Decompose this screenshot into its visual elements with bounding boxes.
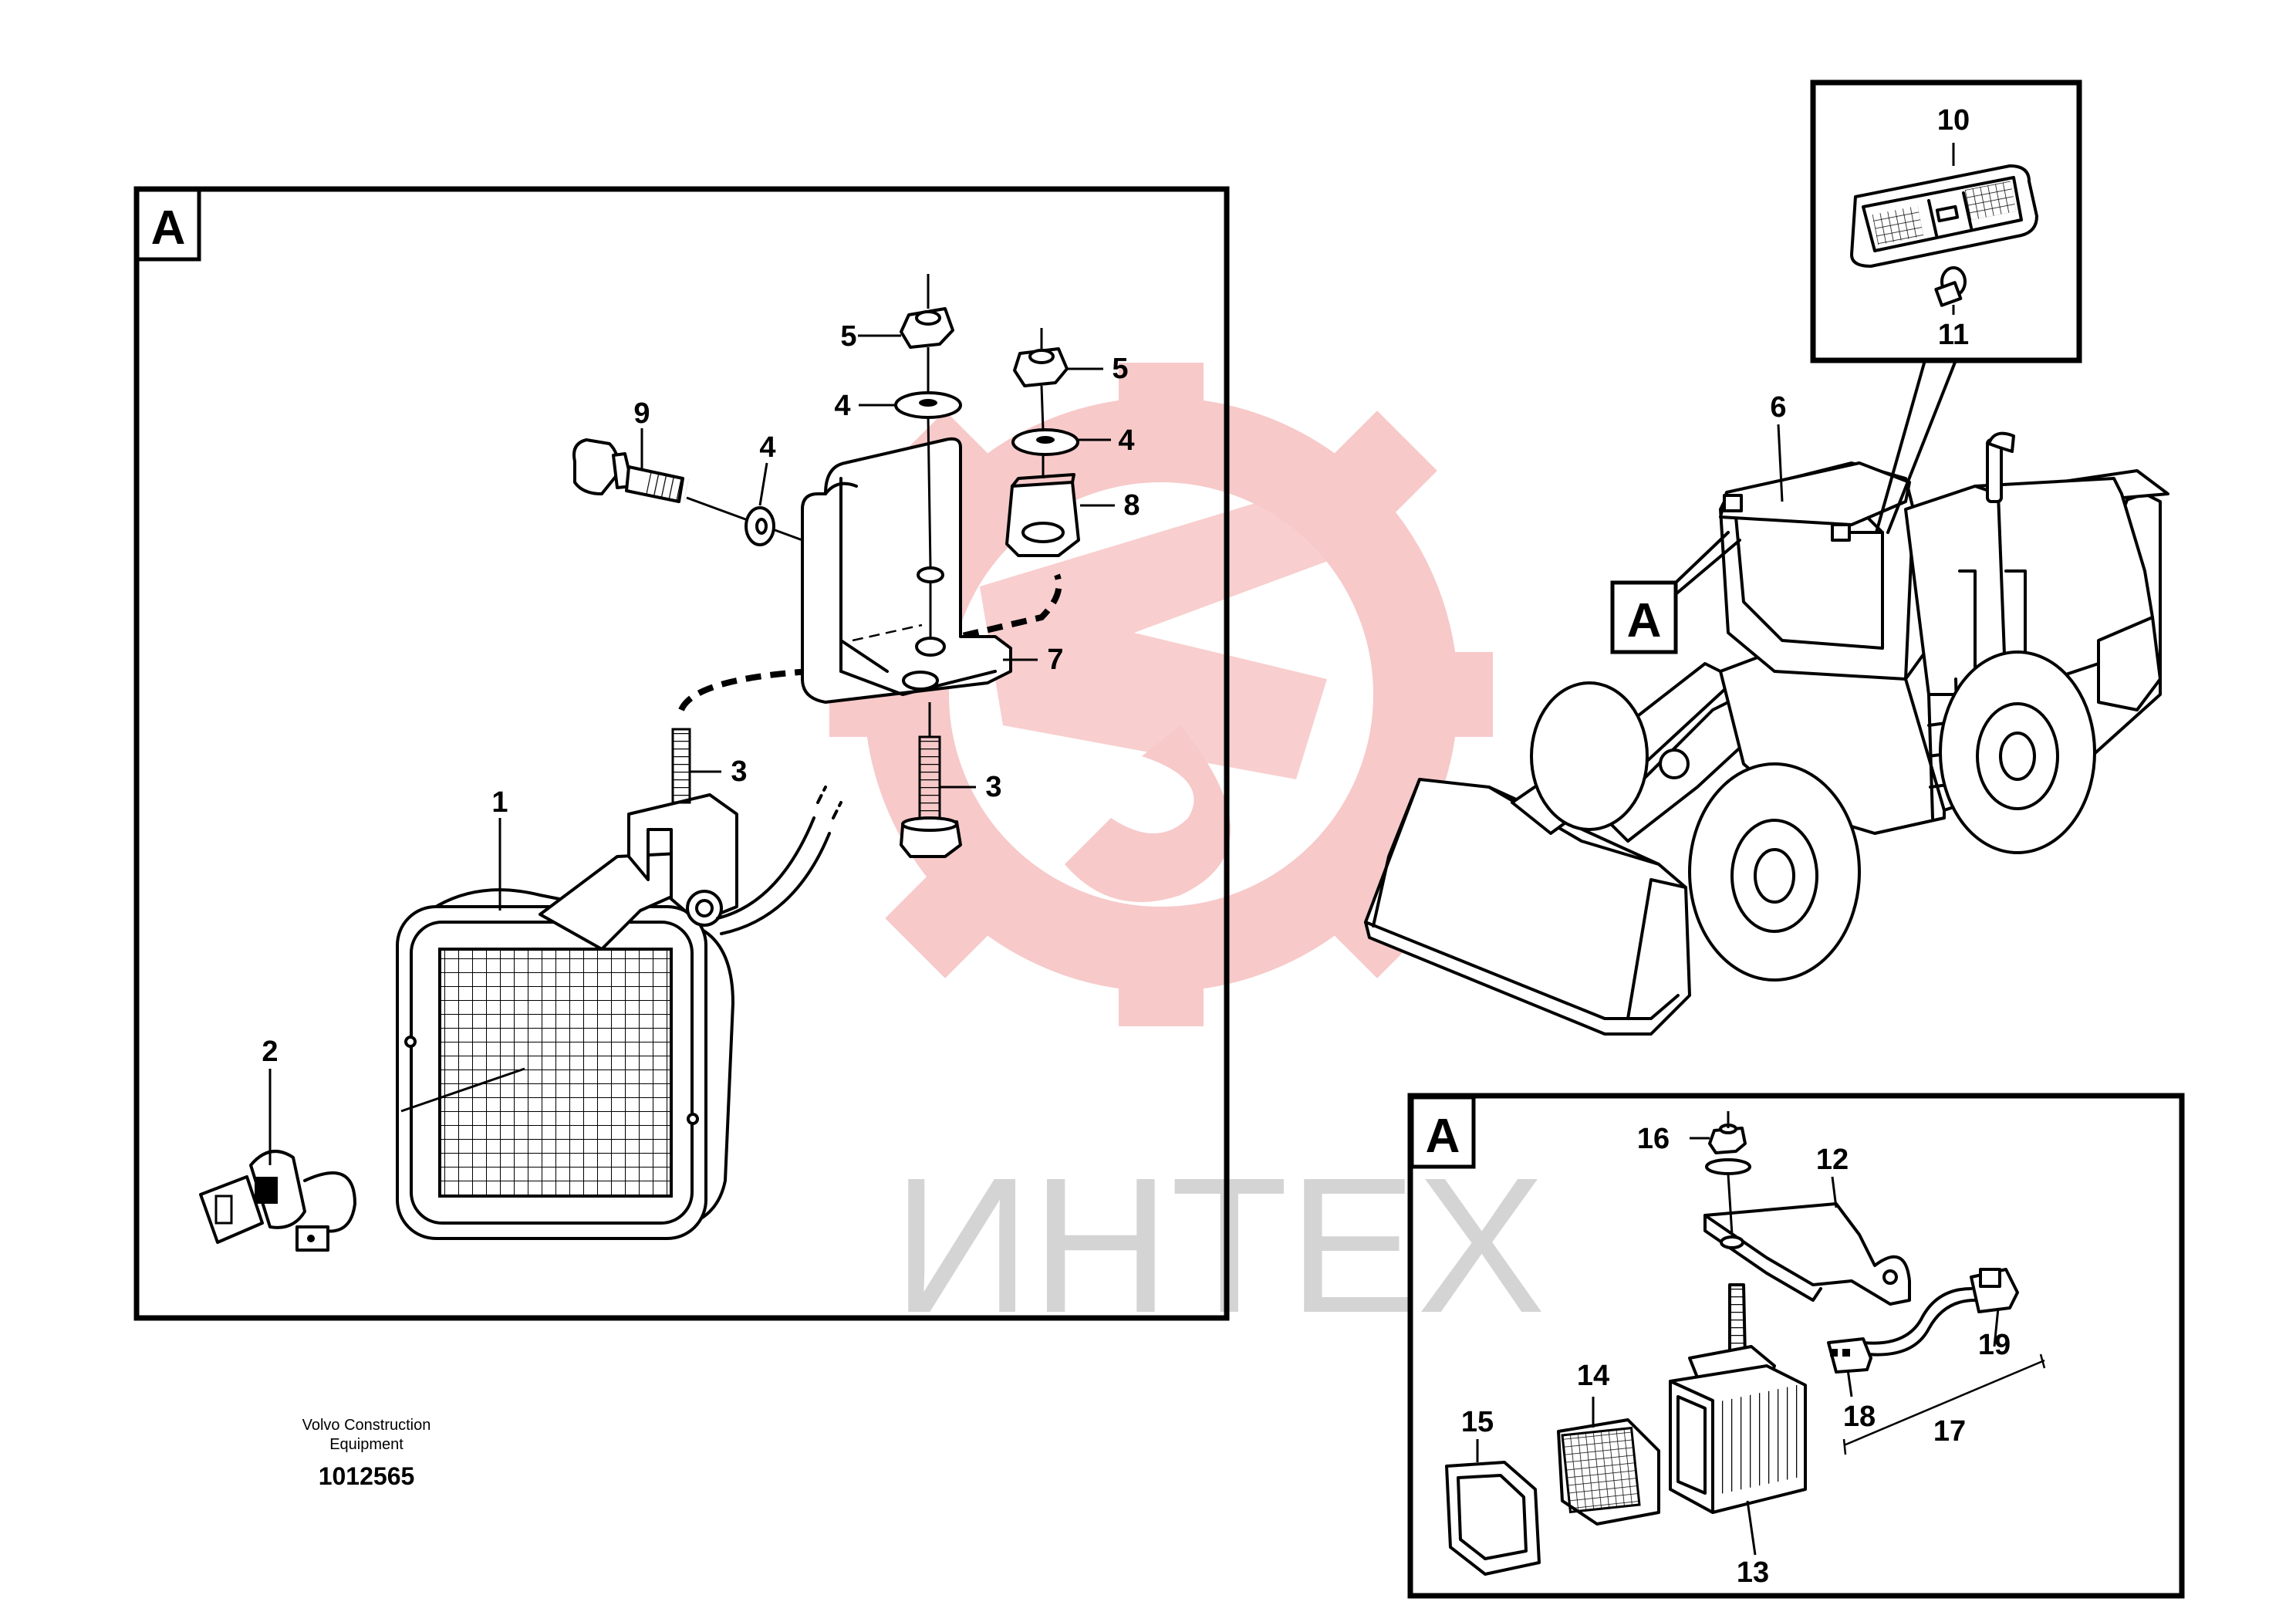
nut-16 [1705, 1111, 1751, 1175]
wheel-loader-overview: 6 A [1364, 391, 2169, 1036]
assembly-dash-line [678, 573, 1062, 711]
front-wheel [1688, 762, 1861, 982]
callout-10: 10 [1937, 104, 1970, 137]
detail-a-pointer-label: A [1627, 594, 1662, 647]
callout-5-right: 5 [1112, 353, 1128, 385]
detail-interior-light: 10 11 [1810, 79, 2082, 534]
mounting-bracket [801, 437, 1012, 704]
callout-3-left: 3 [731, 755, 747, 788]
rear-wheel [1939, 650, 2096, 854]
washer-right [1011, 428, 1079, 456]
bracket-12 [1703, 1202, 1911, 1306]
callout-16: 16 [1637, 1123, 1670, 1155]
callout-18: 18 [1843, 1401, 1876, 1433]
detail-a-pointer-box [1610, 580, 1678, 654]
callout-12: 12 [1816, 1144, 1849, 1176]
callout-14: 14 [1577, 1360, 1609, 1392]
washer-top-mid [894, 391, 962, 419]
callout-19: 19 [1978, 1329, 2011, 1361]
harness-19 [1827, 1268, 2019, 1374]
callout-5-left: 5 [840, 320, 856, 353]
detail-a-secondary: A [1407, 1093, 2185, 1599]
interior-light [1850, 164, 2038, 268]
callout-7: 7 [1047, 644, 1063, 676]
drawing-caption: Volvo Construction Equipment 1012565 [270, 1416, 463, 1491]
callout-15: 15 [1461, 1406, 1494, 1438]
washer-left [745, 506, 775, 546]
drawing-number: 1012565 [318, 1462, 415, 1490]
bulb-11 [1934, 266, 1967, 307]
callout-17: 17 [1933, 1415, 1966, 1448]
lens-14 [1557, 1418, 1660, 1526]
stud-bolt-left [671, 728, 691, 804]
detail-a-secondary-frame [1407, 1093, 2185, 1599]
detail-a-main: A [133, 186, 1230, 1321]
work-lamp [396, 888, 734, 1240]
bulb-holder [199, 1150, 356, 1252]
callout-11: 11 [1938, 319, 1969, 351]
clamp-plate [1005, 473, 1080, 557]
callout-4-left: 4 [759, 431, 775, 464]
detail-a-main-label-box [135, 188, 201, 262]
lamp-cable [716, 816, 815, 920]
callout-6: 6 [1770, 391, 1786, 424]
detail-a-secondary-label: A [1426, 1110, 1460, 1163]
lamp-bracket-arm [539, 793, 738, 951]
callout-4-right: 4 [1118, 424, 1134, 457]
callout-13: 13 [1737, 1556, 1769, 1589]
lamp-13 [1669, 1283, 1807, 1514]
bolt-3-right [900, 735, 962, 858]
detail-a-secondary-label-box [1410, 1095, 1476, 1169]
bolt-9 [572, 438, 689, 503]
nut-right [1013, 328, 1069, 387]
callout-2: 2 [262, 1036, 278, 1068]
detail-a-main-label: A [151, 201, 186, 255]
company-name: Volvo Construction Equipment [302, 1417, 431, 1453]
callout-8: 8 [1123, 489, 1140, 522]
callout-3-right: 3 [985, 771, 1001, 803]
detail-a-main-frame [133, 186, 1230, 1321]
nut-top-left [900, 274, 954, 349]
callout-4-mid: 4 [834, 390, 850, 422]
callout-1: 1 [491, 786, 508, 819]
interior-light-frame [1810, 79, 2082, 363]
callout-9: 9 [633, 397, 650, 430]
gasket-15 [1445, 1461, 1541, 1576]
